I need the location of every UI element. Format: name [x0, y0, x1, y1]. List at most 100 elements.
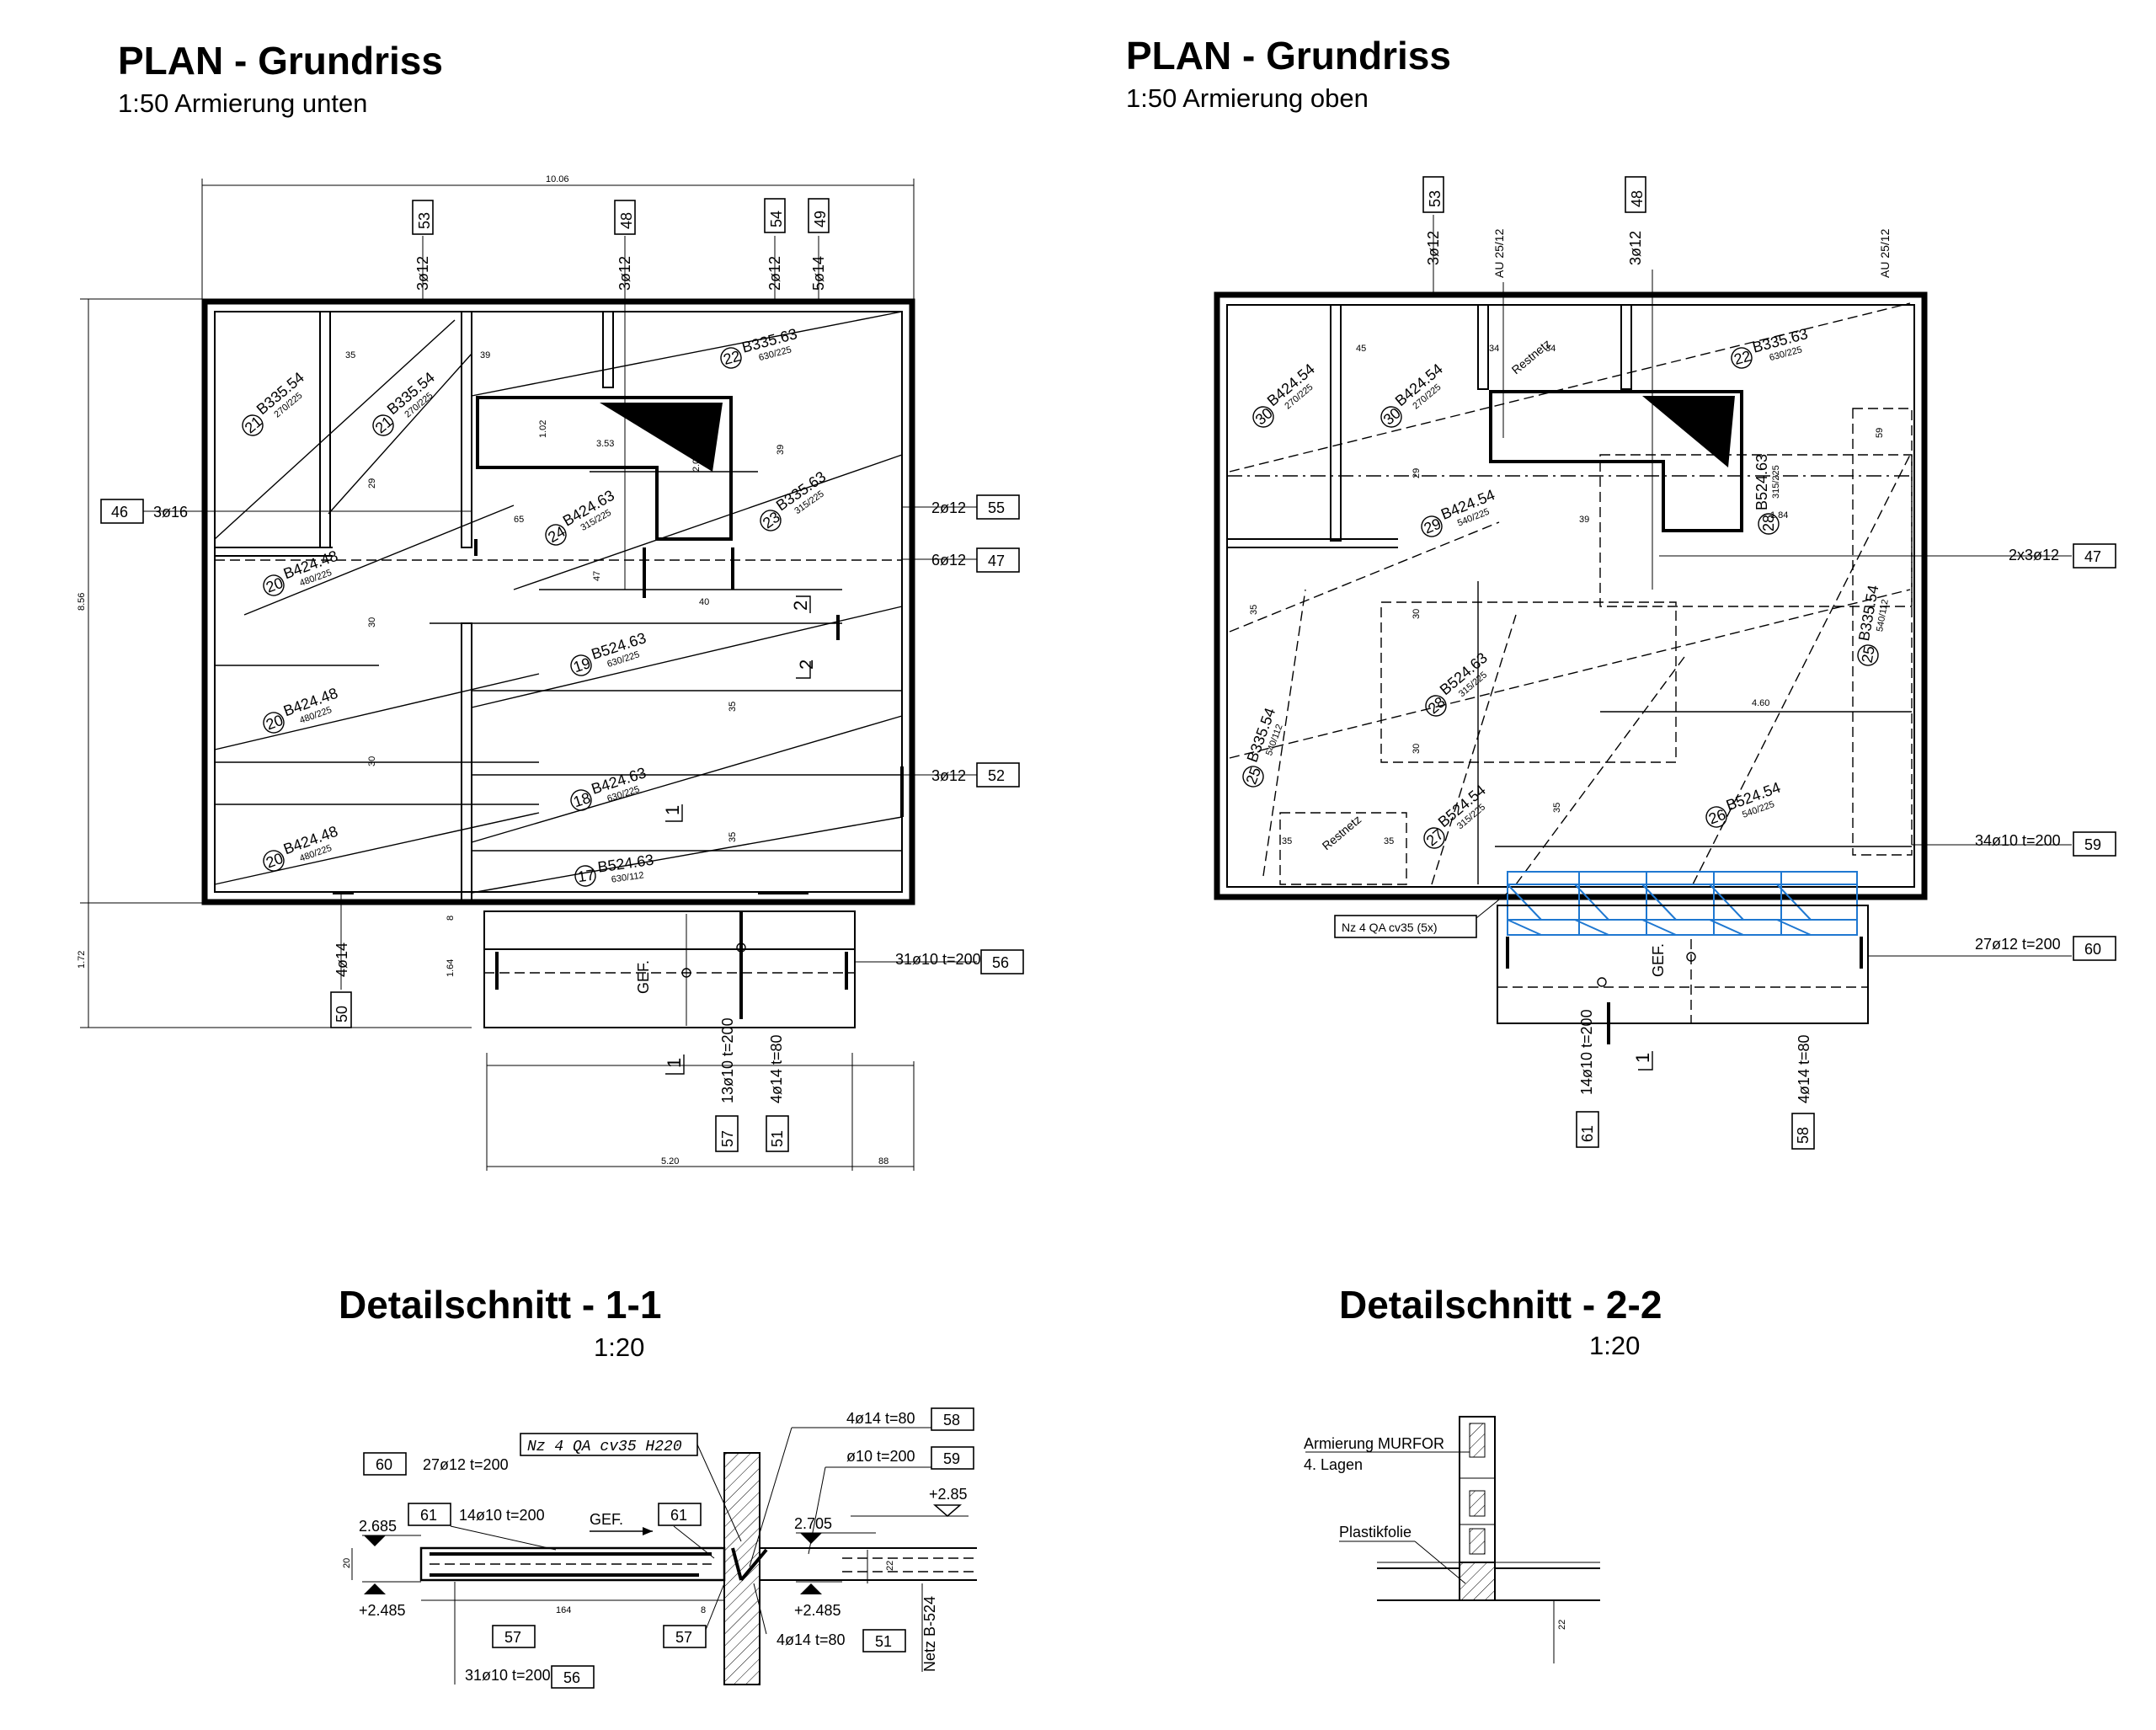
- dim-text: 3.53: [596, 439, 614, 449]
- right-bar-47: 2x3ø12 47: [1659, 543, 2116, 569]
- dim-text: 35: [1552, 803, 1562, 813]
- right-bar-47: 6ø12 47: [902, 547, 1020, 573]
- level-2485b: +2.485: [794, 1581, 842, 1619]
- pos-number: 47: [988, 553, 1005, 569]
- mesh-label: 28 B524.63 315/225: [1753, 454, 1781, 535]
- pos-number: 50: [334, 1006, 350, 1023]
- pos-number: 56: [563, 1669, 580, 1686]
- plan-right-drawing: GEF. 1 Nz 4 QA cv35 (5x) 45 34 34 29 39 …: [1214, 176, 2116, 1150]
- bottom-bar-51: 4ø14 t=80 51: [766, 1034, 789, 1152]
- dim-text: 35: [1282, 836, 1292, 846]
- plastikfolie-label: Plastikfolie: [1339, 1524, 1412, 1540]
- level-text: +2.485: [359, 1602, 406, 1619]
- pos-number: 58: [1795, 1127, 1812, 1144]
- level-text: +2.85: [929, 1486, 968, 1503]
- top-bar-53: 53 3ø12: [1422, 176, 1444, 295]
- pos-number: 57: [504, 1629, 521, 1646]
- dim-text: 39: [480, 350, 490, 360]
- dim-text: 35: [1249, 605, 1259, 615]
- pos-number: 57: [675, 1629, 692, 1646]
- dim-text: 65: [514, 515, 524, 525]
- mesh-num: 21: [242, 413, 265, 436]
- nz-callout: Nz 4 QA cv35 H220: [520, 1433, 742, 1542]
- dim-text: 29: [1412, 468, 1422, 478]
- pos-number: 57: [719, 1130, 736, 1147]
- right-bar-60: 27ø12 t=200 60: [1868, 936, 2116, 961]
- bar-label: AU 25/12: [1878, 228, 1892, 278]
- mesh-num: 28: [1760, 515, 1777, 531]
- mesh-label: 25 B335.54 540/112: [1242, 706, 1285, 788]
- bar-label: 4ø14 t=80: [846, 1410, 915, 1427]
- mesh-label: 21 B335.54 270/225: [242, 369, 307, 437]
- dim-text: 29: [367, 478, 377, 489]
- murfor-layers: 4. Lagen: [1304, 1456, 1363, 1473]
- dim-text: 35: [728, 832, 738, 842]
- bottom-bar-61: 14ø10 t=200 61: [1576, 1009, 1599, 1148]
- bar-label: 34ø10 t=200: [1975, 832, 2061, 849]
- detail-1-scale: 1:20: [594, 1332, 644, 1362]
- pos-number: 60: [376, 1456, 392, 1473]
- section-mark: 1: [664, 1058, 685, 1068]
- plan-left-drawing: 10.06 8.56 1.72: [77, 174, 1024, 1171]
- dim-height: 8.56: [77, 593, 87, 611]
- mesh-label: 20 B424.48 480/225: [263, 685, 340, 734]
- detail-bar-51: 4ø14 t=80 51: [753, 1583, 906, 1653]
- bar-label: ø10 t=200: [846, 1448, 915, 1465]
- section-mark: 1: [662, 805, 683, 815]
- murfor-label: Armierung MURFOR: [1304, 1435, 1444, 1452]
- dim-text: 30: [1412, 609, 1422, 619]
- mesh-label: 27 B524.54 315/225: [1423, 782, 1489, 850]
- detail-bar-60: 60 27ø12 t=200: [363, 1452, 509, 1476]
- top-bar-49: 49 5ø14: [808, 198, 830, 302]
- murfor-callout: Nz 4 QA cv35 (5x): [1334, 892, 1508, 938]
- pos-number: 59: [2084, 836, 2101, 853]
- pos-number: 61: [670, 1507, 687, 1524]
- mesh-label: 25 B335.54 540/112: [1855, 584, 1891, 666]
- dim-text: 22: [1557, 1620, 1567, 1630]
- detail-2-scale: 1:20: [1589, 1331, 1640, 1360]
- mesh-label: 19 B524.63 630/225: [570, 629, 648, 676]
- bar-label: 14ø10 t=200: [1578, 1009, 1595, 1095]
- dim-text: 39: [1579, 515, 1589, 525]
- mesh-num: 23: [760, 508, 783, 531]
- dim-bottom-long: 5.20: [661, 1156, 679, 1167]
- mesh-sub: 315/225: [1771, 465, 1781, 499]
- bar-label: 4ø14 t=80: [1796, 1034, 1812, 1103]
- dim-bottom-short: 88: [878, 1156, 889, 1167]
- bottom-bar-58: 4ø14 t=80 58: [1791, 1034, 1815, 1150]
- bar-label: 4ø14 t=80: [768, 1034, 785, 1103]
- mesh-label: 26 B524.54 540/225: [1705, 779, 1783, 828]
- left-bar-46: 46 3ø16: [100, 499, 472, 524]
- pos-number: 55: [988, 499, 1005, 516]
- dim-text: 34: [1489, 344, 1499, 354]
- bar-label: 27ø12 t=200: [1975, 936, 2061, 953]
- pos-number: 52: [988, 767, 1005, 784]
- dim-text: 30: [367, 617, 377, 627]
- gef-left: GEF.: [635, 960, 652, 994]
- bar-label: 4ø14: [334, 942, 350, 977]
- pos-number: 46: [111, 504, 128, 521]
- pos-number: 60: [2084, 941, 2101, 958]
- mesh-label: 30 B424.54 270/225: [1252, 360, 1318, 429]
- pos-number: 54: [768, 211, 785, 227]
- mesh-sub: 630/112: [611, 870, 644, 884]
- mesh-label: 24 B424.63 315/225: [545, 487, 617, 546]
- bar-label: 3ø16: [153, 504, 188, 521]
- mesh-num: 25: [1859, 644, 1878, 664]
- bottom-bar-57: 13ø10 t=200 57: [715, 1017, 739, 1152]
- mesh-num: 21: [372, 413, 396, 436]
- dim-text: 39: [776, 445, 786, 455]
- mesh-num: 17: [577, 867, 596, 886]
- dim-text: 45: [1356, 344, 1366, 354]
- dim-text: 35: [345, 350, 355, 360]
- detail-bar-56: 31ø10 t=200 56: [454, 1582, 595, 1689]
- right-bar-52: 3ø12 52: [902, 762, 1020, 788]
- mesh-num: 30: [1252, 404, 1276, 428]
- dim-text: 8: [446, 916, 456, 921]
- bar-label: 13ø10 t=200: [719, 1017, 736, 1103]
- dim-text: 35: [1384, 836, 1394, 846]
- top-bar-au2: AU 25/12: [1878, 228, 1892, 278]
- bar-label: 31ø10 t=200: [895, 951, 981, 968]
- murfor-mesh: [1507, 871, 1858, 936]
- mesh-label: 29 B424.54 540/225: [1421, 486, 1497, 537]
